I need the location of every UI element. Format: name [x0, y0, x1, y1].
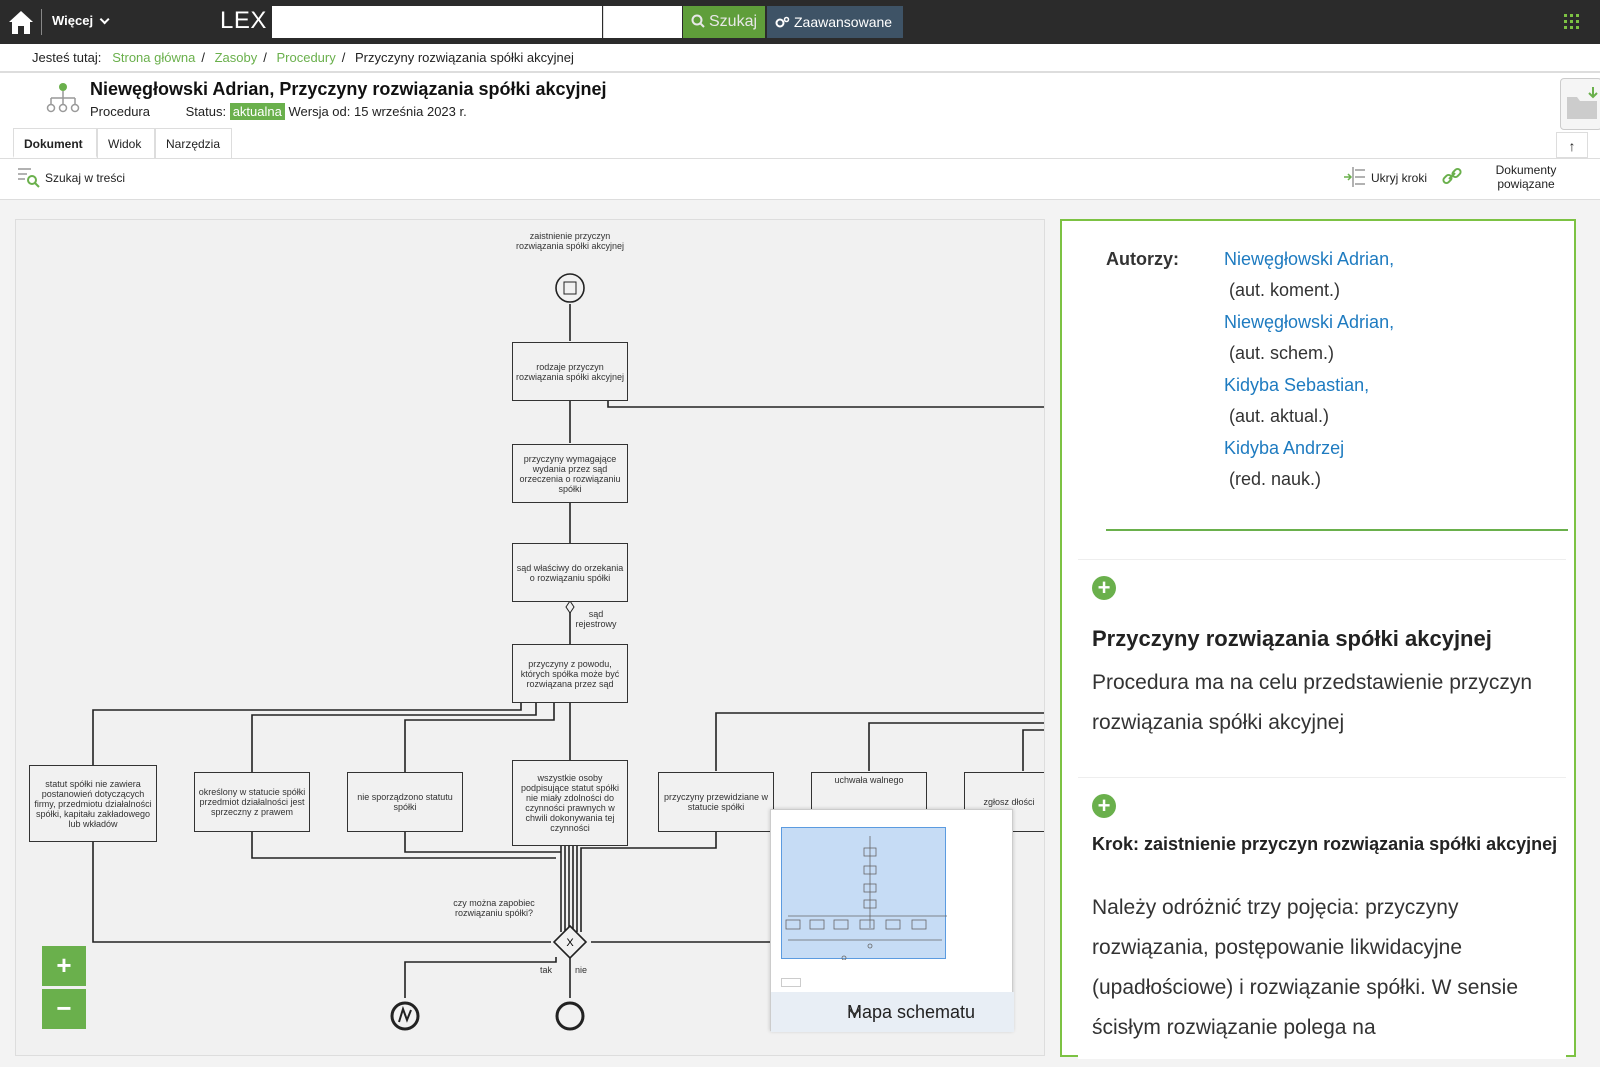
author-link[interactable]: Niewęgłowski Adrian, [1224, 249, 1395, 269]
procedure-icon [46, 83, 80, 113]
lex-logo[interactable]: LEX [220, 7, 267, 34]
author-link[interactable]: Kidyba Andrzej [1224, 438, 1345, 458]
diagram-connectors: X [92, 273, 1044, 1031]
step-court-required[interactable]: przyczyny wymagające wydania przez sąd o… [512, 444, 628, 503]
tab-tools[interactable]: Narzędzia [155, 128, 232, 158]
minimap-toggle[interactable]: Mapa schematu [771, 992, 1014, 1032]
search-button[interactable]: Szukaj [683, 6, 765, 38]
status-badge: aktualna [229, 103, 285, 120]
related-label-1: Dokumenty [1495, 163, 1557, 177]
minimap-viewport[interactable] [781, 827, 947, 960]
find-in-content-button[interactable]: Szukaj w treści [17, 166, 125, 188]
breadcrumb-procedures[interactable]: Procedury [276, 50, 336, 65]
gateway[interactable] [552, 924, 588, 960]
reason-illegal-activity[interactable]: określony w statucie spółki przedmiot dz… [194, 772, 310, 832]
author-role: (aut. schem.) [1229, 343, 1335, 363]
step-court-reasons[interactable]: przyczyny z powodu, których spółka może … [512, 644, 628, 703]
start-event-label: zaistnienie przyczyn rozwiązania spółki … [515, 231, 625, 251]
reason-no-statute[interactable]: nie sporządzono statutu spółki [347, 772, 463, 832]
divider [0, 158, 1600, 159]
status-label: Status: [185, 104, 227, 119]
tab-view[interactable]: Widok [97, 128, 155, 158]
advanced-search-label: Zaawansowane [794, 14, 893, 30]
gears-icon [775, 16, 790, 28]
hide-steps-button[interactable]: Ukryj kroki [1343, 166, 1427, 188]
start-event[interactable] [555, 273, 585, 303]
tab-document[interactable]: Dokument [13, 128, 97, 158]
more-label: Więcej [52, 13, 94, 28]
step-competent-court[interactable]: sąd właściwy do orzekania o rozwiązaniu … [512, 543, 628, 602]
zoom-in-button[interactable]: + [42, 946, 86, 986]
document-icon [563, 281, 577, 295]
arrow-up-icon: ↑ [1568, 138, 1576, 154]
divider [41, 9, 42, 35]
procedure-summary-card: + Przyczyny rozwiązania spółki akcyjnej … [1078, 559, 1566, 734]
top-navigation-bar: Więcej LEX Szukaj Zaawansowane [0, 0, 1600, 44]
document-meta: Procedura Status: aktualna Wersja od: 15… [90, 103, 467, 120]
divider [0, 71, 1600, 73]
link-icon[interactable] [1441, 165, 1463, 187]
toolbar [0, 159, 1600, 199]
hide-steps-label: Ukryj kroki [1371, 171, 1427, 185]
step-card: + Krok: zaistnienie przyczyn rozwiązania… [1078, 777, 1566, 1059]
step-description: Należy odróżnić trzy pojęcia: przyczyny … [1092, 896, 1519, 1039]
expand-plus-icon[interactable]: + [1092, 576, 1116, 600]
zoom-out-button[interactable]: − [42, 989, 86, 1029]
divider [1106, 529, 1568, 531]
procedure-diagram[interactable]: X zaistnienie przyczyn rozwiązania spółk… [15, 219, 1045, 1056]
author-role: (aut. aktual.) [1229, 406, 1330, 426]
gateway-question: czy można zapobiec rozwiązaniu spółki? [453, 898, 535, 918]
search-icon [691, 14, 705, 28]
find-in-content-label: Szukaj w treści [45, 171, 126, 185]
author-role: (red. nauk.) [1229, 469, 1322, 489]
minimap-preview [785, 836, 947, 960]
version-info: Wersja od: 15 września 2023 r. [288, 104, 467, 119]
breadcrumb-prefix: Jesteś tutaj: [32, 50, 102, 65]
scroll-top-button[interactable]: ↑ [1556, 132, 1588, 158]
expand-plus-icon[interactable]: + [1092, 794, 1116, 818]
gateway-yes-label: tak [539, 965, 552, 975]
author-role: (aut. koment.) [1229, 280, 1341, 300]
search-button-label: Szukaj [709, 13, 758, 30]
breadcrumb-resources[interactable]: Zasoby [214, 50, 258, 65]
authors-label: Autorzy: [1106, 249, 1179, 269]
step-types[interactable]: rodzaje przyczyn rozwiązania spółki akcy… [512, 342, 628, 401]
apps-grid-icon[interactable] [1564, 14, 1580, 30]
folder-icon [1567, 87, 1598, 119]
author-link[interactable]: Niewęgłowski Adrian, [1224, 312, 1395, 332]
search-scope-field[interactable] [603, 6, 682, 38]
minimap-indicator [781, 978, 801, 987]
step-title: Krok: zaistnienie przyczyn rozwiązania s… [1092, 834, 1558, 854]
details-panel: Autorzy: Niewęgłowski Adrian, (aut. kome… [1060, 219, 1576, 1059]
home-icon[interactable] [8, 8, 34, 36]
folder-button[interactable] [1560, 78, 1600, 130]
diagram-minimap[interactable]: Mapa schematu [770, 809, 1014, 1032]
search-input[interactable] [272, 6, 602, 38]
document-type: Procedura [90, 104, 150, 119]
procedure-title: Przyczyny rozwiązania spółki akcyjnej [1092, 626, 1492, 651]
more-menu-button[interactable]: Więcej [52, 13, 110, 28]
page-title: Niewęgłowski Adrian, Przyczyny rozwiązan… [90, 79, 607, 99]
author-link[interactable]: Kidyba Sebastian, [1224, 375, 1370, 395]
end-event[interactable] [555, 1001, 585, 1031]
advanced-search-button[interactable]: Zaawansowane [767, 6, 903, 38]
breadcrumb: Jesteś tutaj: Strona główna/ Zasoby/ Pro… [32, 50, 574, 65]
reason-statute-defined[interactable]: przyczyny przewidziane w statucie spółki [658, 772, 774, 832]
divider [0, 199, 1600, 200]
reason-statute-missing[interactable]: statut spółki nie zawiera postanowień do… [29, 765, 157, 842]
minimap-label: Mapa schematu [847, 1002, 976, 1022]
edge-label: sąd rejestrowy [575, 609, 617, 629]
related-label-2: powiązane [1497, 177, 1555, 191]
gateway-no-label: nie [574, 965, 587, 975]
breadcrumb-current: Przyczyny rozwiązania spółki akcyjnej [354, 50, 574, 65]
chevron-down-icon [99, 14, 110, 25]
find-in-text-icon [18, 168, 40, 188]
procedure-description: Procedura ma na celu przedstawienie przy… [1092, 671, 1533, 734]
reason-no-capacity[interactable]: wszystkie osoby podpisujące statut spółk… [512, 760, 628, 846]
steps-icon [1344, 167, 1365, 187]
breadcrumb-home[interactable]: Strona główna [112, 50, 196, 65]
svg-text:X: X [566, 937, 574, 949]
